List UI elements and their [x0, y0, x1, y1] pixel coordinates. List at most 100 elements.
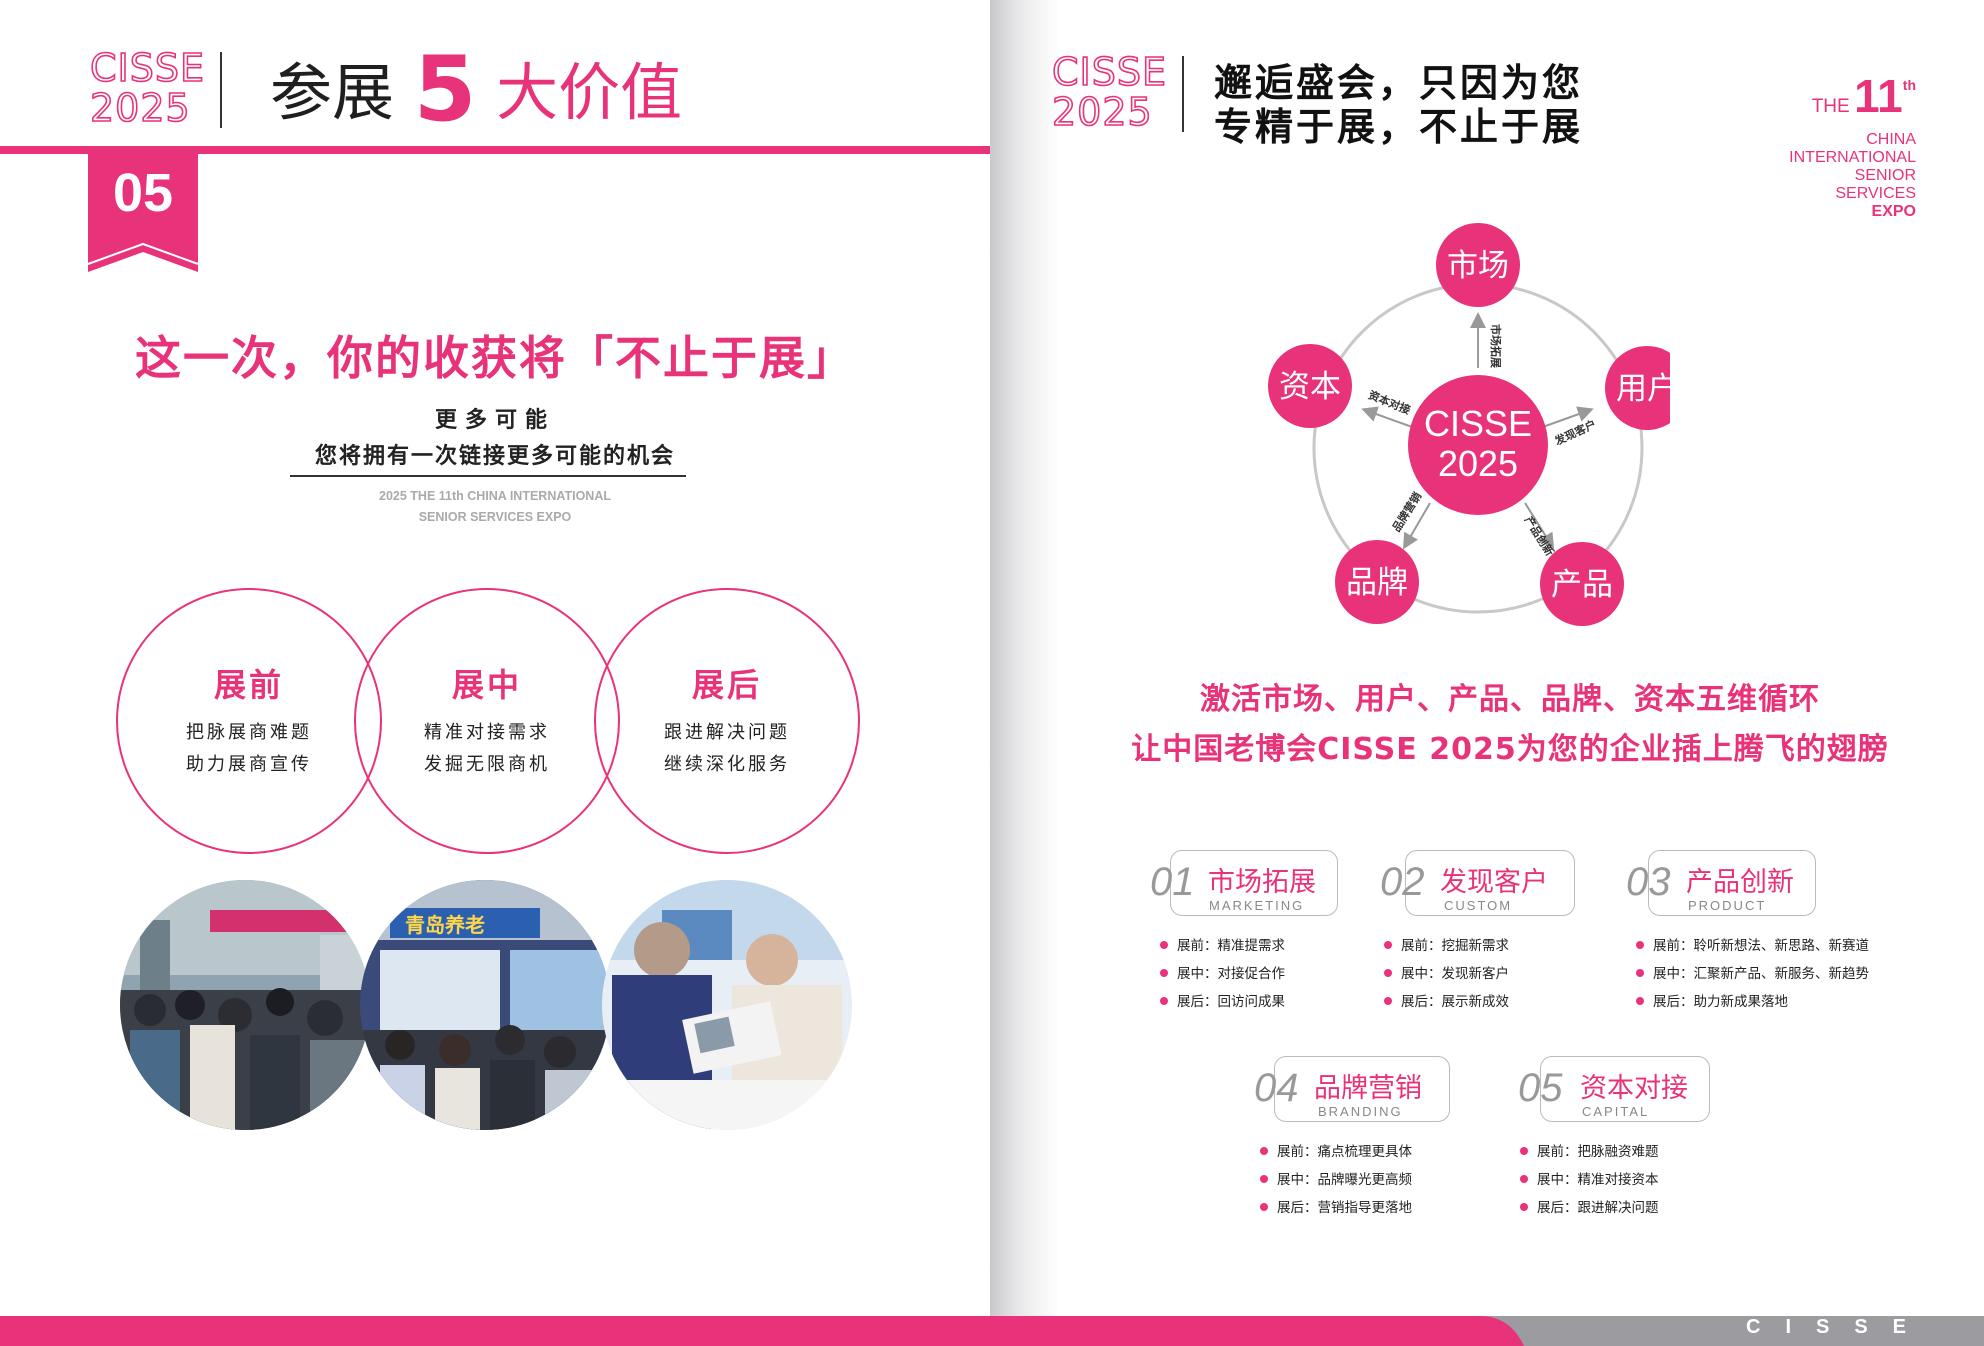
node-product [1540, 542, 1624, 626]
logo-right-line2: 2025 [1051, 90, 1153, 134]
expo-logo-sup: th [1902, 77, 1916, 93]
list-item: 展中：发现新客户 [1384, 960, 1509, 988]
stage-text-before-1: 把脉展商难题 [186, 722, 312, 743]
center-node [1408, 375, 1548, 515]
center-node-line2: 2025 [1438, 443, 1518, 484]
section-number: 05 [112, 163, 174, 223]
dimension-list-custom: 展前：挖掘新需求 展中：发现新客户 展后：展示新成效 [1384, 932, 1509, 1016]
list-item: 展前：把脉融资难题 [1520, 1138, 1659, 1166]
list-item: 展中：精准对接资本 [1520, 1166, 1659, 1194]
dimension-card-branding [1274, 1056, 1450, 1122]
node-product-label: 产品 [1551, 567, 1613, 603]
list-item: 展前：挖掘新需求 [1384, 932, 1509, 960]
cycle-description-line1: 激活市场、用户、产品、品牌、资本五维循环 [1200, 682, 1820, 717]
left-page: CISSE 2025 参展 5 大价值 05 这一次，你的收获将「不止于展」 更… [0, 0, 992, 1346]
english-tagline: 2025 THE 11th CHINA INTERNATIONAL SENIOR… [0, 486, 990, 528]
title-divider-right [1182, 56, 1184, 132]
expo-logo-line1: CHINA [1866, 131, 1916, 148]
dimension-number-04: 04 [1254, 1066, 1299, 1110]
arrow-label-product: 产品创新 [1522, 514, 1557, 559]
header-rule [0, 146, 992, 154]
booth-sign-text: 青岛养老 [405, 913, 485, 937]
logo-right-line1: CISSE [1051, 50, 1167, 94]
dimension-number-01: 01 [1150, 860, 1195, 904]
dimension-en-product: PRODUCT [1688, 898, 1767, 913]
dimension-title-custom: 发现客户 [1440, 867, 1548, 898]
expo-logo: THE 11th CHINA INTERNATIONAL SENIOR SERV… [1760, 62, 1916, 221]
page-title: 参展 5 大价值 [270, 45, 683, 135]
dimension-en-capital: CAPITAL [1582, 1104, 1650, 1119]
title-number: 5 [413, 37, 477, 142]
expo-logo-line4: SERVICES [1835, 185, 1916, 202]
node-user-label: 用户 [1616, 371, 1670, 407]
list-item: 展后：展示新成效 [1384, 988, 1509, 1016]
expo-logo-number: 11 [1854, 70, 1903, 122]
expo-logo-line3: SENIOR [1854, 167, 1916, 184]
list-item: 展前：精准提需求 [1160, 932, 1285, 960]
arrow-capital [1361, 406, 1416, 429]
photo-brochure-discussion [602, 880, 852, 1130]
english-tagline-line2: SENIOR SERVICES EXPO [418, 510, 572, 524]
ribbon-badge [88, 154, 198, 272]
list-item: 展后：助力新成果落地 [1636, 988, 1869, 1016]
stage-title-after: 展后 [691, 666, 762, 704]
dimension-en-branding: BRANDING [1318, 1104, 1403, 1119]
dimension-title-product: 产品创新 [1686, 867, 1794, 898]
dimension-en-custom: CUSTOM [1444, 898, 1513, 913]
node-brand [1335, 540, 1419, 624]
cisse-logo-right: CISSE 2025 [1051, 50, 1167, 134]
dimension-list-marketing: 展前：精准提需求 展中：对接促合作 展后：回访问成果 [1160, 932, 1285, 1016]
subtitle-more-possibilities: 更多可能 [434, 408, 555, 433]
list-item: 展前：聆听新想法、新思路、新赛道 [1636, 932, 1869, 960]
arrow-label-market: 市场拓展 [1489, 324, 1503, 369]
page-gutter [990, 0, 1060, 1346]
dimension-card-marketing [1170, 850, 1338, 916]
node-user [1605, 346, 1670, 430]
stage-title-before: 展前 [213, 666, 284, 704]
list-item: 展中：汇聚新产品、新服务、新趋势 [1636, 960, 1869, 988]
arrow-product [1524, 502, 1555, 550]
list-item: 展后：营销指导更落地 [1260, 1194, 1412, 1222]
right-title-line2: 专精于展，不止于展 [1214, 105, 1584, 149]
subtitle-underline [290, 475, 686, 477]
list-item: 展后：跟进解决问题 [1520, 1194, 1659, 1222]
node-capital-label: 资本 [1279, 369, 1341, 405]
english-tagline-line1: 2025 THE 11th CHINA INTERNATIONAL [379, 489, 611, 503]
expo-logo-line5: EXPO [1871, 203, 1916, 220]
cisse-logo: CISSE 2025 [89, 46, 205, 129]
dimension-number-05: 05 [1518, 1066, 1563, 1110]
list-item: 展前：痛点梳理更具体 [1260, 1138, 1412, 1166]
title-prefix: 参展 [270, 56, 395, 129]
dimension-number-03: 03 [1626, 860, 1671, 904]
expo-logo-line2: INTERNATIONAL [1789, 149, 1916, 166]
footer-band [0, 1316, 1984, 1346]
node-market [1436, 223, 1520, 307]
cycle-description-line2: 让中国老博会CISSE 2025为您的企业插上腾飞的翅膀 [1131, 732, 1889, 767]
center-node-line1: CISSE [1424, 403, 1532, 444]
dimension-card-capital [1540, 1056, 1710, 1122]
stage-text-after-2: 继续深化服务 [664, 754, 790, 775]
dimension-card-product [1648, 850, 1816, 916]
node-capital [1268, 344, 1352, 428]
arrow-user [1539, 406, 1594, 429]
title-divider [220, 52, 222, 128]
logo-line1: CISSE [89, 46, 205, 90]
stage-circle-after [594, 588, 860, 854]
dimension-title-marketing: 市场拓展 [1208, 867, 1316, 898]
dimension-title-branding: 品牌营销 [1314, 1073, 1422, 1104]
dimension-number-02: 02 [1380, 860, 1425, 904]
five-dimension-cycle-diagram: 市场拓展 发现客户 产品创新 品牌营销 资本对接 CISSE 2025 市场 用… [1268, 223, 1670, 626]
list-item: 展中：对接促合作 [1160, 960, 1285, 988]
stage-text-after-1: 跟进解决问题 [664, 722, 790, 743]
arrow-label-brand: 品牌营销 [1389, 490, 1424, 535]
subtitle-opportunity: 您将拥有一次链接更多可能的机会 [314, 444, 675, 469]
dimension-list-product: 展前：聆听新想法、新思路、新赛道 展中：汇聚新产品、新服务、新趋势 展后：助力新… [1636, 932, 1869, 1016]
node-market-label: 市场 [1447, 248, 1509, 284]
expo-logo-the: THE [1811, 96, 1850, 117]
stage-text-during-2: 发掘无限商机 [424, 754, 550, 775]
title-suffix: 大价值 [496, 56, 683, 129]
dimension-list-capital: 展前：把脉融资难题 展中：精准对接资本 展后：跟进解决问题 [1520, 1138, 1659, 1222]
photo-crowd-entrance [120, 880, 370, 1130]
list-item: 展中：品牌曝光更高频 [1260, 1166, 1412, 1194]
dimension-card-custom [1405, 850, 1575, 916]
